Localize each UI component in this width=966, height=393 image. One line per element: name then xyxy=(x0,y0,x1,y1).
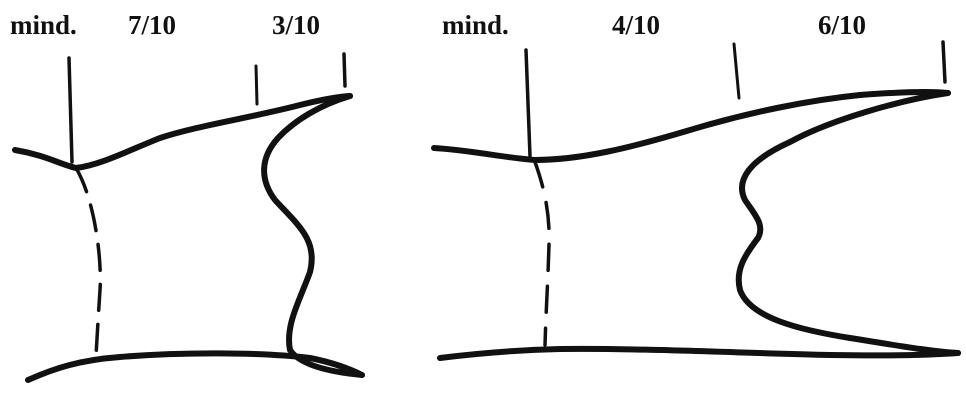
right-tick-first xyxy=(734,44,739,98)
right-label-mind: mind. xyxy=(442,12,509,39)
right-dashed-line xyxy=(535,162,549,345)
right-bottom-outline xyxy=(440,349,958,358)
left-tick-second xyxy=(344,54,345,86)
left-tick-first xyxy=(256,66,257,104)
right-label-second-fraction: 6/10 xyxy=(818,12,866,39)
right-diagram xyxy=(434,42,958,358)
left-label-second-fraction: 3/10 xyxy=(272,12,320,39)
right-tick-mind xyxy=(526,50,530,156)
left-tick-mind xyxy=(69,58,72,162)
right-wavy-outline xyxy=(739,93,958,353)
left-label-first-fraction: 7/10 xyxy=(128,12,176,39)
right-label-first-fraction: 4/10 xyxy=(612,12,660,39)
right-top-outline xyxy=(434,92,948,160)
left-diagram xyxy=(15,54,362,380)
left-wavy-outline xyxy=(264,96,362,375)
right-tick-second xyxy=(943,42,945,82)
left-top-outline xyxy=(15,96,350,168)
left-dashed-line xyxy=(76,168,100,355)
left-label-mind: mind. xyxy=(10,12,77,39)
